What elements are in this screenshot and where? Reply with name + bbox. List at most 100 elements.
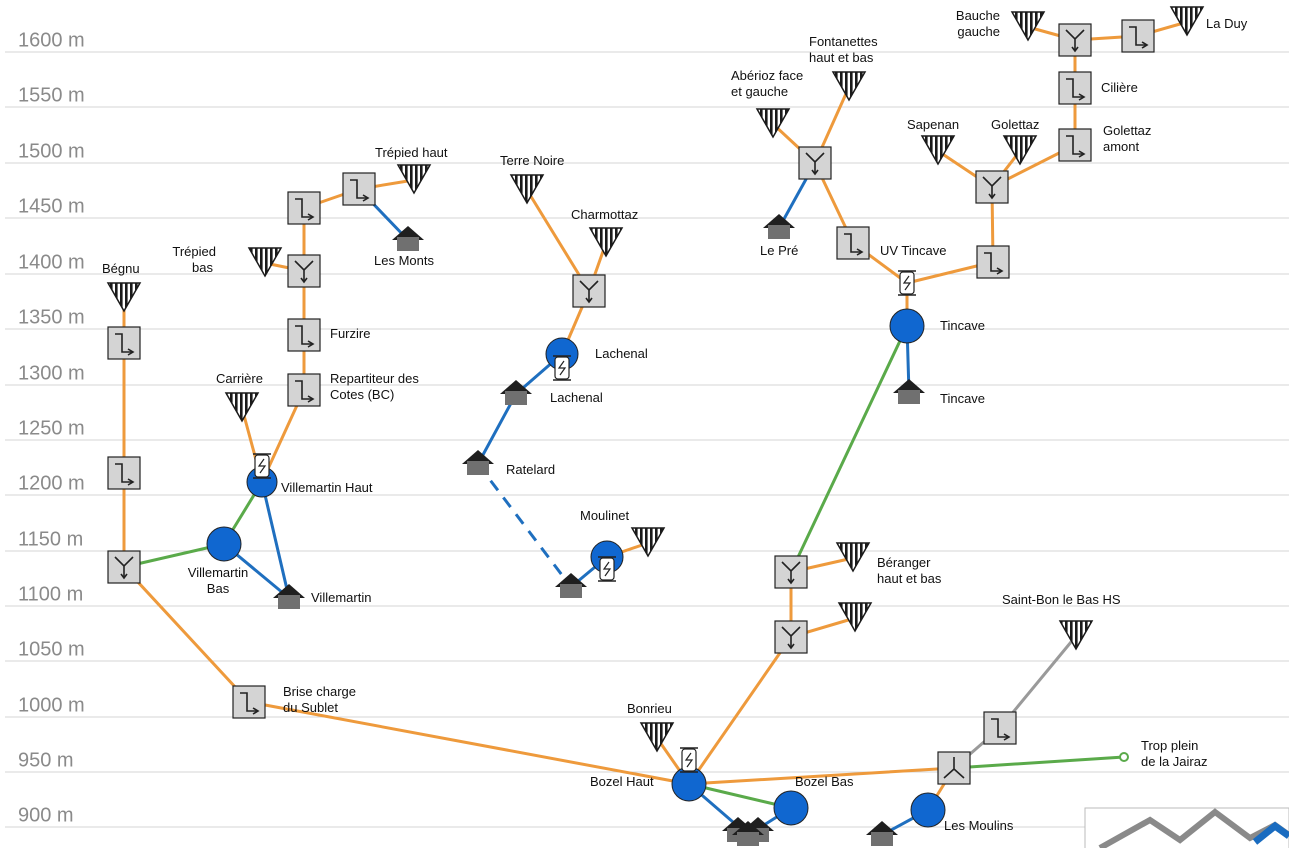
uv-treatment-icon xyxy=(553,355,571,381)
source-icon xyxy=(509,174,545,205)
house-icon xyxy=(273,584,305,609)
label-le-pre: Le Pré xyxy=(760,243,798,258)
network-nodes xyxy=(106,6,1205,846)
label-saint-bon: Saint-Bon le Bas HS xyxy=(1002,592,1121,607)
label-tincave-vil: Tincave xyxy=(940,391,985,406)
uv-treatment-icon xyxy=(253,453,271,479)
label-golettaz: Golettaz xyxy=(991,117,1039,132)
label-lachenal-res: Lachenal xyxy=(595,346,648,361)
altitude-label: 1300 m xyxy=(18,362,85,384)
source-icon xyxy=(837,602,873,633)
source-icon xyxy=(920,135,956,166)
altitude-label: 1250 m xyxy=(18,417,85,439)
label-bozel-haut: Bozel Haut xyxy=(590,774,654,789)
reservoir-icon xyxy=(206,526,242,562)
pipe-segment xyxy=(247,700,691,786)
break-pressure-tank-icon xyxy=(342,172,376,206)
label-la-duy: La Duy xyxy=(1206,16,1248,31)
break-pressure-tank-icon xyxy=(976,245,1010,279)
y-junction-icon xyxy=(572,274,606,308)
source-icon xyxy=(831,71,867,102)
house-icon xyxy=(500,380,532,405)
y-junction-icon xyxy=(774,620,808,654)
label-lachenal-vil: Lachenal xyxy=(550,390,603,405)
break-pressure-tank-icon xyxy=(287,318,321,352)
mountain-logo xyxy=(1084,807,1289,848)
altitude-label: 1550 m xyxy=(18,84,85,106)
pipe-segment xyxy=(122,565,251,704)
uv-treatment-icon xyxy=(598,556,616,582)
source-icon xyxy=(106,282,142,313)
altitude-label: 1000 m xyxy=(18,694,85,716)
label-terre-noire: Terre Noire xyxy=(500,153,564,168)
reservoir-icon xyxy=(889,308,925,344)
pipe-segment xyxy=(952,755,1126,770)
pipe-segment xyxy=(687,766,956,786)
y-junction-icon xyxy=(975,170,1009,204)
split-junction-icon xyxy=(937,751,971,785)
source-icon xyxy=(1169,6,1205,37)
pipe-segment xyxy=(525,188,591,293)
altitude-label: 1400 m xyxy=(18,251,85,273)
label-tincave-res: Tincave xyxy=(940,318,985,333)
label-begnu: Bégnu xyxy=(102,261,140,276)
house-icon xyxy=(866,821,898,846)
label-les-monts: Les Monts xyxy=(374,253,434,268)
label-moulinet: Moulinet xyxy=(580,508,630,523)
source-icon xyxy=(1010,11,1046,42)
source-icon xyxy=(639,722,675,753)
label-trepied-haut: Trépied haut xyxy=(375,145,448,160)
source-icon xyxy=(835,542,871,573)
source-icon xyxy=(396,164,432,195)
label-sapenan: Sapenan xyxy=(907,117,959,132)
altitude-label: 1450 m xyxy=(18,195,85,217)
house-icon xyxy=(555,573,587,598)
label-bonrieu: Bonrieu xyxy=(627,701,672,716)
label-les-moulins: Les Moulins xyxy=(944,818,1014,833)
break-pressure-tank-icon xyxy=(287,373,321,407)
source-icon xyxy=(630,527,666,558)
y-junction-icon xyxy=(107,550,141,584)
altitude-label: 1200 m xyxy=(18,472,85,494)
break-pressure-tank-icon xyxy=(1058,71,1092,105)
pipe-segment xyxy=(789,324,909,574)
break-pressure-tank-icon xyxy=(1121,19,1155,53)
break-pressure-tank-icon xyxy=(836,226,870,260)
label-ciliere: Cilière xyxy=(1101,80,1138,95)
source-icon xyxy=(224,392,260,423)
y-junction-icon xyxy=(287,254,321,288)
label-uv-tincave: UV Tincave xyxy=(880,243,946,258)
break-pressure-tank-icon xyxy=(107,326,141,360)
house-icon xyxy=(763,214,795,239)
house-icon xyxy=(462,450,494,475)
altitude-label: 1100 m xyxy=(18,583,83,605)
source-icon xyxy=(588,227,624,258)
label-charmottaz: Charmottaz xyxy=(571,207,638,222)
pipe-segment xyxy=(687,635,793,786)
overflow-outlet-icon xyxy=(1119,752,1129,762)
reservoir-icon xyxy=(910,792,946,828)
reservoir-icon xyxy=(773,790,809,826)
break-pressure-tank-icon xyxy=(1058,128,1092,162)
altitude-label: 1500 m xyxy=(18,140,85,162)
break-pressure-tank-icon xyxy=(983,711,1017,745)
label-furzire: Furzire xyxy=(330,326,370,341)
altitude-label: 1050 m xyxy=(18,638,85,660)
y-junction-icon xyxy=(798,146,832,180)
uv-treatment-icon xyxy=(898,270,916,296)
house-icon xyxy=(732,821,764,846)
altitude-label: 950 m xyxy=(18,749,74,771)
y-junction-icon xyxy=(1058,23,1092,57)
label-ratelard: Ratelard xyxy=(506,462,555,477)
pipe-segment-planned xyxy=(476,463,573,588)
source-icon xyxy=(755,108,791,139)
